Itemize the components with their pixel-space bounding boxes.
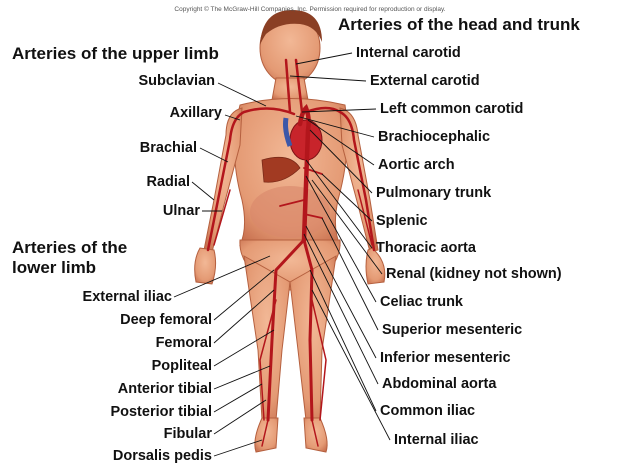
label-ulnar: Ulnar xyxy=(163,203,200,219)
left-leg-shape xyxy=(244,256,290,420)
label-popliteal: Popliteal xyxy=(152,358,212,374)
label-abdominal-aorta: Abdominal aorta xyxy=(382,376,496,392)
label-axillary: Axillary xyxy=(170,105,222,121)
label-renal: Renal (kidney not shown) xyxy=(386,266,562,282)
label-external-iliac: External iliac xyxy=(83,289,172,305)
left-hand-shape xyxy=(195,248,216,284)
label-splenic: Splenic xyxy=(376,213,428,229)
label-anterior-tibial: Anterior tibial xyxy=(118,381,212,397)
label-fibular: Fibular xyxy=(164,426,212,442)
label-inferior-mesenteric: Inferior mesenteric xyxy=(380,350,511,366)
heading-head-trunk: Arteries of the head and trunk xyxy=(338,15,580,34)
label-deep-femoral: Deep femoral xyxy=(120,312,212,328)
label-brachial: Brachial xyxy=(140,140,197,156)
intestine-area xyxy=(250,186,330,238)
label-common-iliac: Common iliac xyxy=(380,403,475,419)
label-thoracic-aorta: Thoracic aorta xyxy=(376,240,476,256)
label-pulmonary-trunk: Pulmonary trunk xyxy=(376,185,491,201)
label-external-carotid: External carotid xyxy=(370,73,480,89)
label-femoral: Femoral xyxy=(156,335,212,351)
label-internal-carotid: Internal carotid xyxy=(356,45,461,61)
label-dorsalis-pedis: Dorsalis pedis xyxy=(113,448,212,464)
left-foot-shape xyxy=(255,418,278,452)
label-internal-iliac: Internal iliac xyxy=(394,432,479,448)
label-superior-mesenteric: Superior mesenteric xyxy=(382,322,522,338)
label-subclavian: Subclavian xyxy=(138,73,215,89)
heading-upper-limb: Arteries of the upper limb xyxy=(12,44,219,63)
label-celiac-trunk: Celiac trunk xyxy=(380,294,463,310)
label-posterior-tibial: Posterior tibial xyxy=(110,404,212,420)
label-brachiocephalic: Brachiocephalic xyxy=(378,129,490,145)
label-aortic-arch: Aortic arch xyxy=(378,157,455,173)
heading-lower-limb-line1: Arteries of the xyxy=(12,238,127,257)
label-radial: Radial xyxy=(146,174,190,190)
copyright-notice: Copyright © The McGraw-Hill Companies, I… xyxy=(130,6,490,13)
label-left-common-carotid: Left common carotid xyxy=(380,101,523,117)
heading-lower-limb-line2: lower limb xyxy=(12,258,96,277)
